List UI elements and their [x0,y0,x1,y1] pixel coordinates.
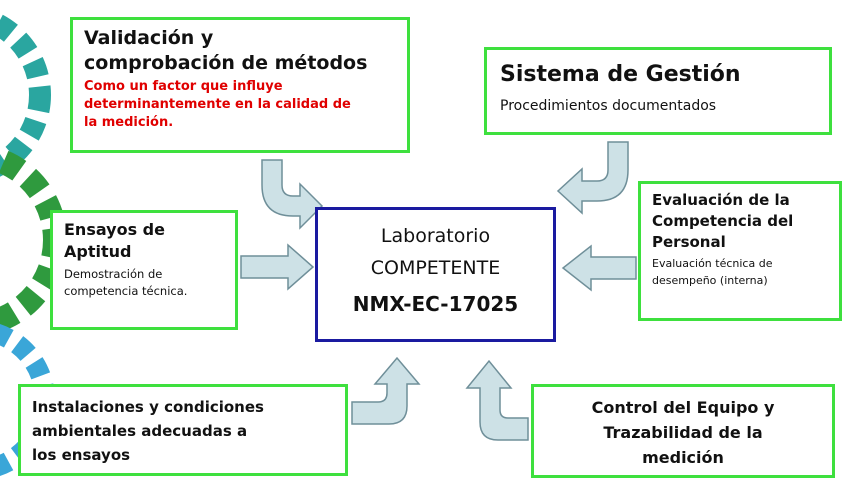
validacion-note-line3: la medición. [84,115,174,130]
instalaciones-line2: ambientales adecuadas a [32,422,248,440]
evaluacion-box: Evaluación de la Competencia del Persona… [638,181,842,321]
ensayos-box: Ensayos de Aptitud Demostración de compe… [50,210,238,330]
gestion-title: Sistema de Gestión [500,62,741,87]
gear-icon [0,13,51,177]
validacion-title-line1: Validación y [84,27,214,49]
arrow-up-icon [465,359,529,441]
center-line3: NMX-EC-17025 [352,292,519,316]
evaluacion-title-line1: Evaluación de la [652,191,790,209]
validacion-note-line2: determinantemente en la calidad de [84,97,351,112]
validacion-note-line1: Como un factor que influye [84,79,283,94]
control-line3: medición [642,448,724,467]
ensayos-desc-line2: competencia técnica. [64,284,188,298]
laboratorio-center-box: Laboratorio COMPETENTE NMX-EC-17025 [315,207,556,342]
instalaciones-line3: los ensayos [32,446,131,464]
gestion-box: Sistema de Gestión Procedimientos docume… [484,47,832,135]
evaluacion-title-line2: Competencia del [652,212,794,230]
curved-arrow-icon [556,141,629,215]
validacion-box: Validación y comprobación de métodos Com… [70,17,410,153]
center-line1: Laboratorio [380,225,491,247]
curved-arrow-icon [261,159,324,230]
evaluacion-title-line3: Personal [652,233,726,251]
instalaciones-box: Instalaciones y condiciones ambientales … [18,384,348,476]
gestion-subtitle: Procedimientos documentados [500,98,717,114]
control-line2: Trazabilidad de la [603,423,763,442]
control-line1: Control del Equipo y [591,398,775,417]
ensayos-desc-line1: Demostración de [64,267,163,281]
arrow-right-icon [240,243,315,291]
arrow-left-icon [561,244,637,292]
evaluacion-desc-line2: desempeño (interna) [652,274,768,287]
arrow-up-icon [351,356,421,425]
control-box: Control del Equipo y Trazabilidad de la … [531,384,835,478]
center-line2: COMPETENTE [370,257,501,279]
ensayos-title-line1: Ensayos de [64,220,165,239]
ensayos-title-line2: Aptitud [64,242,132,261]
evaluacion-desc-line1: Evaluación técnica de [652,257,773,270]
instalaciones-line1: Instalaciones y condiciones [32,398,264,416]
validacion-title-line2: comprobación de métodos [84,52,368,74]
